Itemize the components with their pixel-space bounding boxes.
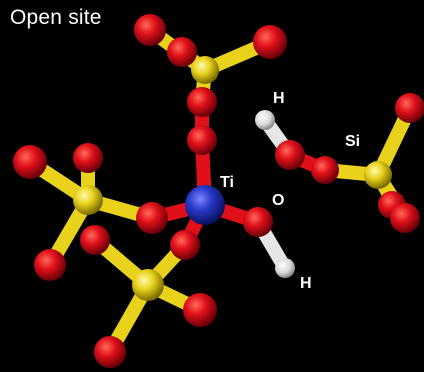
label-si: Si — [345, 133, 361, 150]
hydrogen-atom — [255, 110, 275, 130]
oxygen-atom — [167, 37, 197, 67]
silicon-atom — [132, 269, 164, 301]
oxygen-atom — [13, 145, 47, 179]
oxygen-atom — [311, 156, 339, 184]
label-h-bottom: H — [300, 275, 312, 292]
titanium-atom — [185, 185, 225, 225]
oxygen-atom — [73, 143, 103, 173]
oxygen-atom — [275, 140, 305, 170]
oxygen-atom — [243, 207, 273, 237]
oxygen-atom — [136, 202, 168, 234]
silicon-atom — [73, 185, 103, 215]
diagram-title: Open site — [10, 6, 102, 29]
oxygen-atom — [390, 203, 420, 233]
label-h-top: H — [273, 90, 285, 107]
label-o: O — [272, 192, 285, 209]
oxygen-atom — [80, 225, 110, 255]
oxygen-atom — [94, 336, 126, 368]
oxygen-atom — [34, 249, 66, 281]
oxygen-atom — [395, 93, 424, 123]
label-ti: Ti — [220, 174, 234, 191]
silicon-atom — [364, 161, 392, 189]
oxygen-atom — [253, 25, 287, 59]
silicon-atom — [191, 56, 219, 84]
oxygen-atom — [187, 87, 217, 117]
oxygen-atom — [134, 14, 166, 46]
hydrogen-atom — [275, 258, 295, 278]
oxygen-atom — [170, 230, 200, 260]
atoms — [13, 14, 424, 368]
oxygen-atom — [187, 125, 217, 155]
oxygen-atom — [183, 293, 217, 327]
